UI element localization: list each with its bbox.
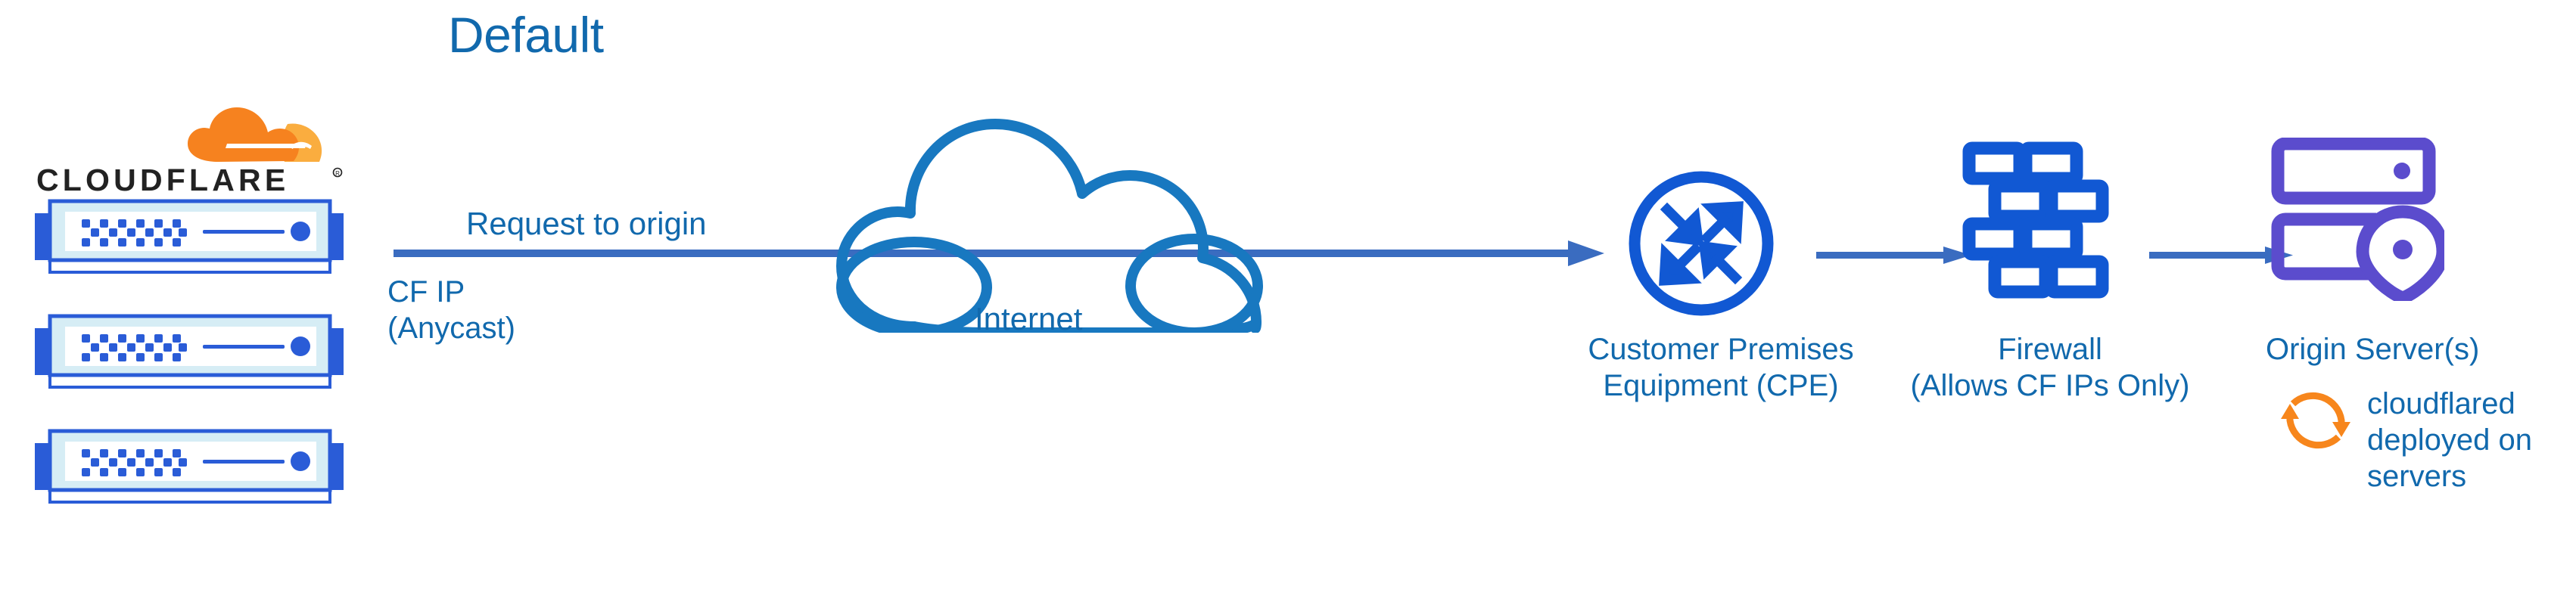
cloudflared-note-label: cloudflared deployed on servers (2367, 386, 2532, 495)
cloudflare-edge-server-rack (30, 425, 348, 510)
request-flow-arrow (394, 240, 1604, 268)
request-to-origin-label: Request to origin (466, 206, 707, 241)
cf-ip-line-2: (Anycast) (387, 312, 515, 345)
cloudflare-edge-server-rack (30, 310, 348, 395)
cf-ip-line-1: CF IP (387, 275, 465, 309)
router-expand-arrows-circle-icon (1626, 168, 1777, 319)
firewall-label-line-2: (Allows CF IPs Only) (1910, 369, 2190, 402)
origin-server-label: Origin Server(s) (2266, 333, 2480, 366)
cpe-label-line-2: Equipment (CPE) (1603, 369, 1839, 402)
cloudflare-cloud-mark-icon (173, 101, 324, 166)
internet-label: Internet (975, 301, 1083, 336)
svg-text:R: R (335, 170, 340, 177)
cpe-to-firewall-arrow (1816, 247, 1971, 265)
cloudflare-logo: CLOUDFLARE R (36, 101, 347, 200)
cloudflared-note-line-3: servers (2367, 460, 2467, 493)
firewall-label: Firewall (Allows CF IPs Only) (1887, 331, 2213, 404)
firewall-label-line-1: Firewall (1998, 333, 2102, 366)
internet-cloud-icon (832, 106, 1279, 333)
sync-circular-arrows-icon (2279, 384, 2352, 457)
cloudflared-note-line-2: deployed on (2367, 423, 2532, 457)
server-stack-with-location-pin-icon (2270, 138, 2444, 301)
svg-text:CLOUDFLARE: CLOUDFLARE (36, 163, 289, 197)
cloudflare-edge-server-rack (30, 195, 348, 280)
cpe-label-line-1: Customer Premises (1588, 333, 1854, 366)
cloudflare-wordmark: CLOUDFLARE R (36, 163, 347, 198)
page-title: Default (448, 7, 604, 63)
cf-ip-anycast-label: CF IP (Anycast) (387, 274, 515, 346)
brick-wall-icon (1962, 141, 2110, 301)
cpe-label: Customer Premises Equipment (CPE) (1562, 331, 1880, 404)
cloudflared-note-line-1: cloudflared (2367, 387, 2515, 420)
